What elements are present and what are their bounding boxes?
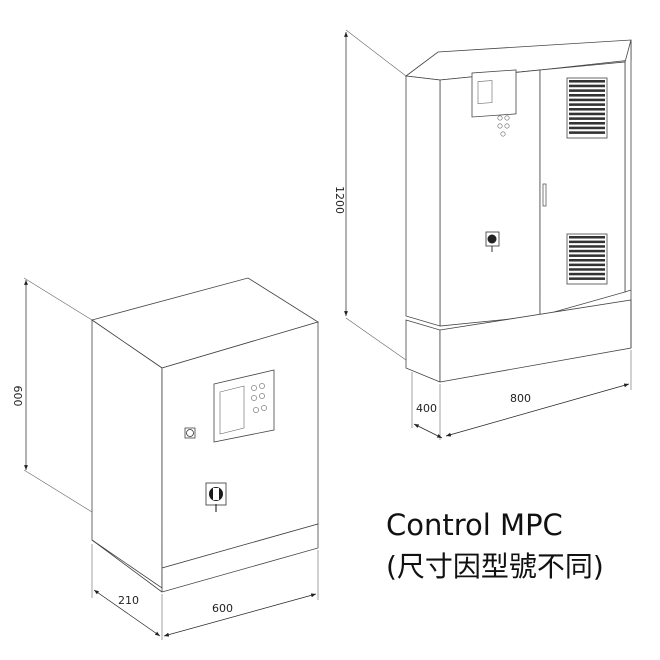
large-cabinet-side <box>624 39 632 293</box>
caption-title: Control MPC <box>386 508 563 542</box>
louvre-slat <box>569 94 605 97</box>
large-cabinet-plinth <box>405 319 441 383</box>
louvre-slat <box>569 103 605 106</box>
large-cabinet-handle <box>542 183 547 207</box>
louvre-slat <box>569 98 605 102</box>
large-cabinet-controller <box>471 69 517 118</box>
large-cabinet-louvre-lower <box>566 233 608 285</box>
large-cabinet-height-label: 1200 <box>333 186 346 214</box>
small-cabinet-plinth <box>161 523 319 593</box>
louvre-slat <box>569 245 605 248</box>
small-cabinet-switch <box>205 482 227 512</box>
louvre-slat <box>569 272 605 276</box>
small-cabinet-depth-label: 210 <box>118 594 139 607</box>
louvre-slat <box>569 263 605 267</box>
small-cabinet-controller <box>213 369 275 443</box>
louvre-slat <box>569 131 605 134</box>
large-cabinet-width-label: 800 <box>510 392 531 405</box>
louvre-slat <box>569 122 605 125</box>
louvre-slat <box>569 126 605 130</box>
large-cabinet-switch <box>485 231 500 252</box>
small-cabinet-height-label: 600 <box>11 386 24 407</box>
small-cabinet-indicator-lamp <box>184 427 196 439</box>
caption-subtitle: (尺寸因型號不同) <box>386 550 604 583</box>
small-cabinet <box>91 277 319 593</box>
small-cabinet-dimensions: 600 210 600 <box>11 277 319 640</box>
large-cabinet-louvre-upper <box>566 77 608 139</box>
louvre-slat <box>569 236 605 239</box>
louvre-slat <box>569 84 605 88</box>
small-cabinet-width-label: 600 <box>212 602 233 615</box>
louvre-slat <box>569 254 605 257</box>
large-cabinet <box>404 39 632 383</box>
louvre-slat <box>569 117 605 120</box>
louvre-slat <box>569 277 605 280</box>
louvre-slat <box>569 89 605 92</box>
louvre-slat <box>569 80 605 83</box>
louvre-slat <box>569 108 605 111</box>
louvre-slat <box>569 112 605 116</box>
louvre-slat <box>569 268 605 271</box>
large-cabinet-depth-label: 400 <box>416 402 437 415</box>
large-cabinet-left-side <box>405 75 441 327</box>
louvre-slat <box>569 249 605 253</box>
louvre-slat <box>569 259 605 262</box>
large-cabinet-dimensions: 1200 400 800 <box>333 29 632 440</box>
louvre-slat <box>569 240 605 244</box>
